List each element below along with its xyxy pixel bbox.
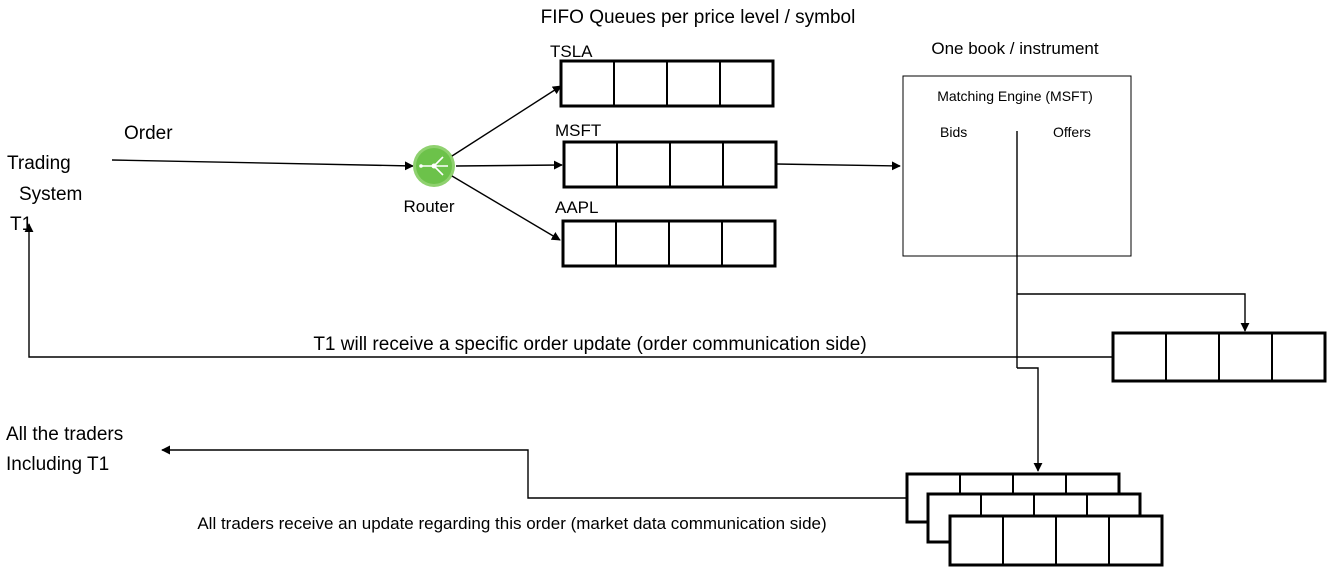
traders-label-line-1: All the traders [6,424,123,445]
engine-to-order-update-arrow [1017,293,1250,332]
order-label: Order [124,123,173,144]
queue-market-data-front [948,514,1164,567]
router-to-aapl-arrow [451,175,561,241]
queue-order-update [1111,331,1327,383]
order-update-return-arrow [24,223,1113,358]
router-icon [413,145,455,187]
engine-bids-label: Bids [940,124,967,140]
market-data-text: All traders receive an update regarding … [197,514,826,533]
trading-system-line-1: Trading [7,153,71,174]
msft-to-engine-arrow [775,161,901,171]
queue-tsla [559,59,775,108]
queue-label-msft: MSFT [555,121,601,140]
traders-label-line-2: Including T1 [6,454,109,475]
trading-system-line-2: System [19,184,82,205]
queue-label-aapl: AAPL [555,198,598,217]
diagram-title: FIFO Queues per price level / symbol [541,7,856,28]
book-label: One book / instrument [931,39,1099,58]
order-update-text: T1 will receive a specific order update … [313,334,866,355]
router-label: Router [403,197,454,216]
matching-engine-title: Matching Engine (MSFT) [937,88,1093,104]
engine-to-market-data-arrow [1017,367,1043,472]
queue-label-tsla: TSLA [550,42,593,61]
market-data-return-arrow [161,445,907,499]
router-to-tsla-arrow [451,85,562,157]
queue-aapl [561,219,777,268]
router-to-msft-arrow [455,160,563,170]
engine-offers-label: Offers [1053,124,1091,140]
order-arrow [111,159,414,171]
queue-msft [562,140,778,189]
